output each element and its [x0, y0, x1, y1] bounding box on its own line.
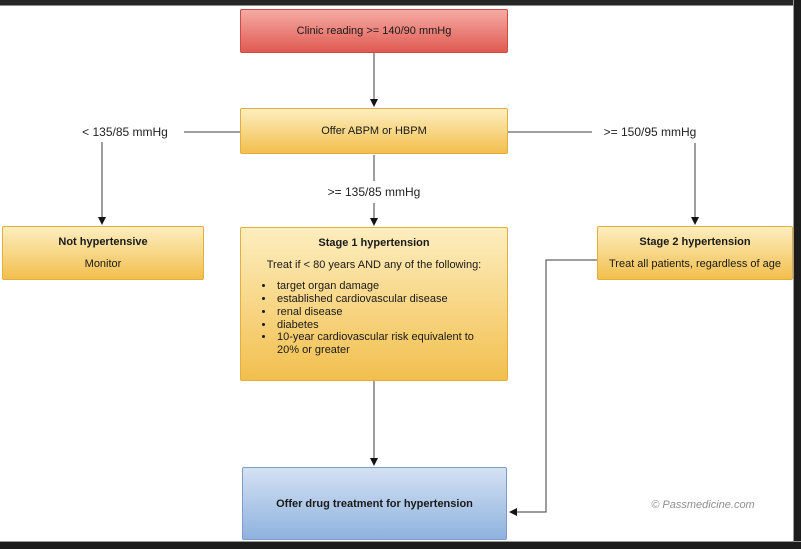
node-stage1-title: Stage 1 hypertension	[318, 237, 430, 249]
node-not-hypertensive-title: Not hypertensive	[58, 236, 148, 248]
frame-bar-bottom	[0, 541, 801, 549]
node-stage1-subtitle: Treat if < 80 years AND any of the follo…	[266, 259, 482, 271]
arrowhead-stage2-drug	[509, 508, 517, 516]
criteria-item: target organ damage	[275, 280, 497, 293]
node-stage1-criteria-list: target organ damage established cardiova…	[241, 280, 507, 357]
criteria-item: established cardiovascular disease	[275, 293, 497, 306]
node-offer-abpm-hbpm: Offer ABPM or HBPM	[240, 108, 508, 154]
criteria-item: 10-year cardiovascular risk equivalent t…	[275, 331, 497, 357]
connector-stage2-drug	[516, 259, 597, 513]
node-stage2-subtitle: Treat all patients, regardless of age	[608, 258, 782, 270]
copyright-credit: © Passmedicine.com	[651, 499, 755, 511]
node-stage2-hypertension: Stage 2 hypertension Treat all patients,…	[597, 226, 793, 280]
edge-label-above-150-95: >= 150/95 mmHg	[603, 125, 697, 139]
node-offer-drug-treatment-label: Offer drug treatment for hypertension	[276, 497, 473, 510]
arrowhead-right-stage2	[691, 217, 699, 225]
criteria-item: diabetes	[275, 319, 497, 332]
arrowhead-stage1-drug	[370, 458, 378, 466]
node-offer-drug-treatment: Offer drug treatment for hypertension	[242, 467, 507, 540]
node-not-hypertensive: Not hypertensive Monitor	[2, 226, 204, 280]
node-clinic-reading: Clinic reading >= 140/90 mmHg	[240, 9, 508, 53]
frame-bar-top	[0, 0, 801, 6]
node-offer-abpm-hbpm-label: Offer ABPM or HBPM	[321, 125, 427, 137]
frame-bar-right	[793, 0, 801, 549]
arrowhead-left-nothtn	[98, 217, 106, 225]
node-stage2-title: Stage 2 hypertension	[639, 236, 751, 248]
node-stage1-hypertension: Stage 1 hypertension Treat if < 80 years…	[240, 227, 508, 381]
node-clinic-reading-label: Clinic reading >= 140/90 mmHg	[296, 25, 452, 37]
edge-label-above-135-85: >= 135/85 mmHg	[327, 185, 421, 199]
edge-label-below-135-85: < 135/85 mmHg	[82, 125, 168, 139]
criteria-item: renal disease	[275, 306, 497, 319]
arrowhead-midlabel-stage1	[370, 218, 378, 226]
node-not-hypertensive-subtitle: Monitor	[84, 258, 122, 270]
arrowhead-clinic-abpm	[370, 99, 378, 107]
